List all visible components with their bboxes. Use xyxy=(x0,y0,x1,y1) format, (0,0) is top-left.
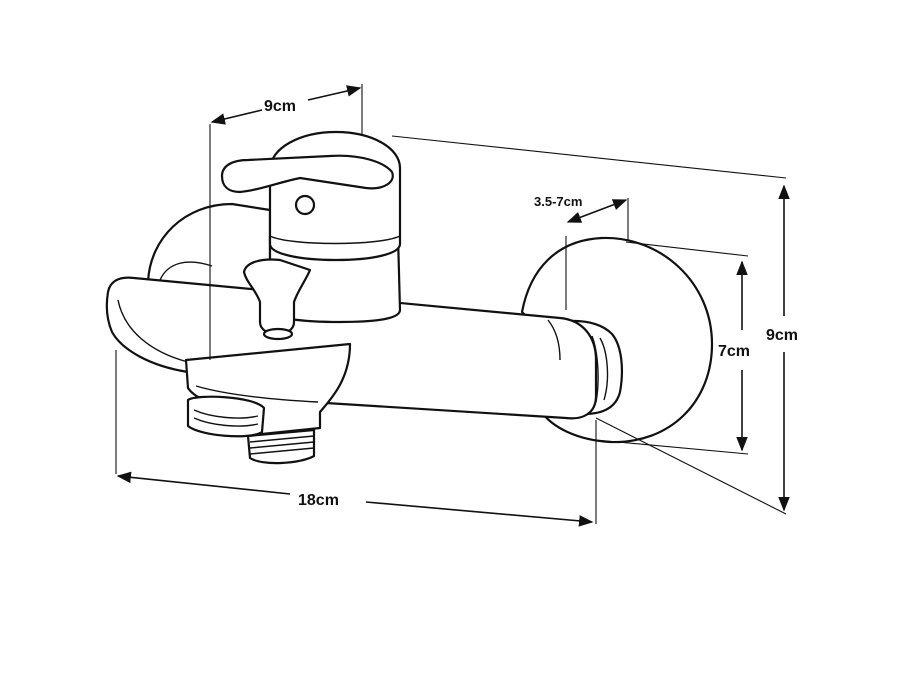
lever-screw xyxy=(294,194,316,216)
lever-handle xyxy=(220,154,394,194)
threaded-outlet xyxy=(246,428,316,465)
dim-arrow-overall-length xyxy=(116,471,291,495)
left-plate-ring xyxy=(159,261,213,281)
dim-label-width-top: 9cm xyxy=(264,98,296,115)
dim-arrow-plate-depth xyxy=(566,199,628,223)
dim-label-plate-depth: 3.5-7cm xyxy=(534,194,582,209)
faucet-body xyxy=(105,130,714,465)
diverter-base xyxy=(262,327,294,341)
dim-label-overall-height: 9cm xyxy=(766,327,798,344)
dim-label-overall-length: 18cm xyxy=(298,492,339,509)
dim-label-plate-diameter: 7cm xyxy=(718,343,750,360)
dimension-arrows xyxy=(116,85,790,527)
diverter-knob xyxy=(242,258,312,336)
extension-lines xyxy=(115,84,787,524)
dim-arrow-width-top xyxy=(210,109,263,125)
